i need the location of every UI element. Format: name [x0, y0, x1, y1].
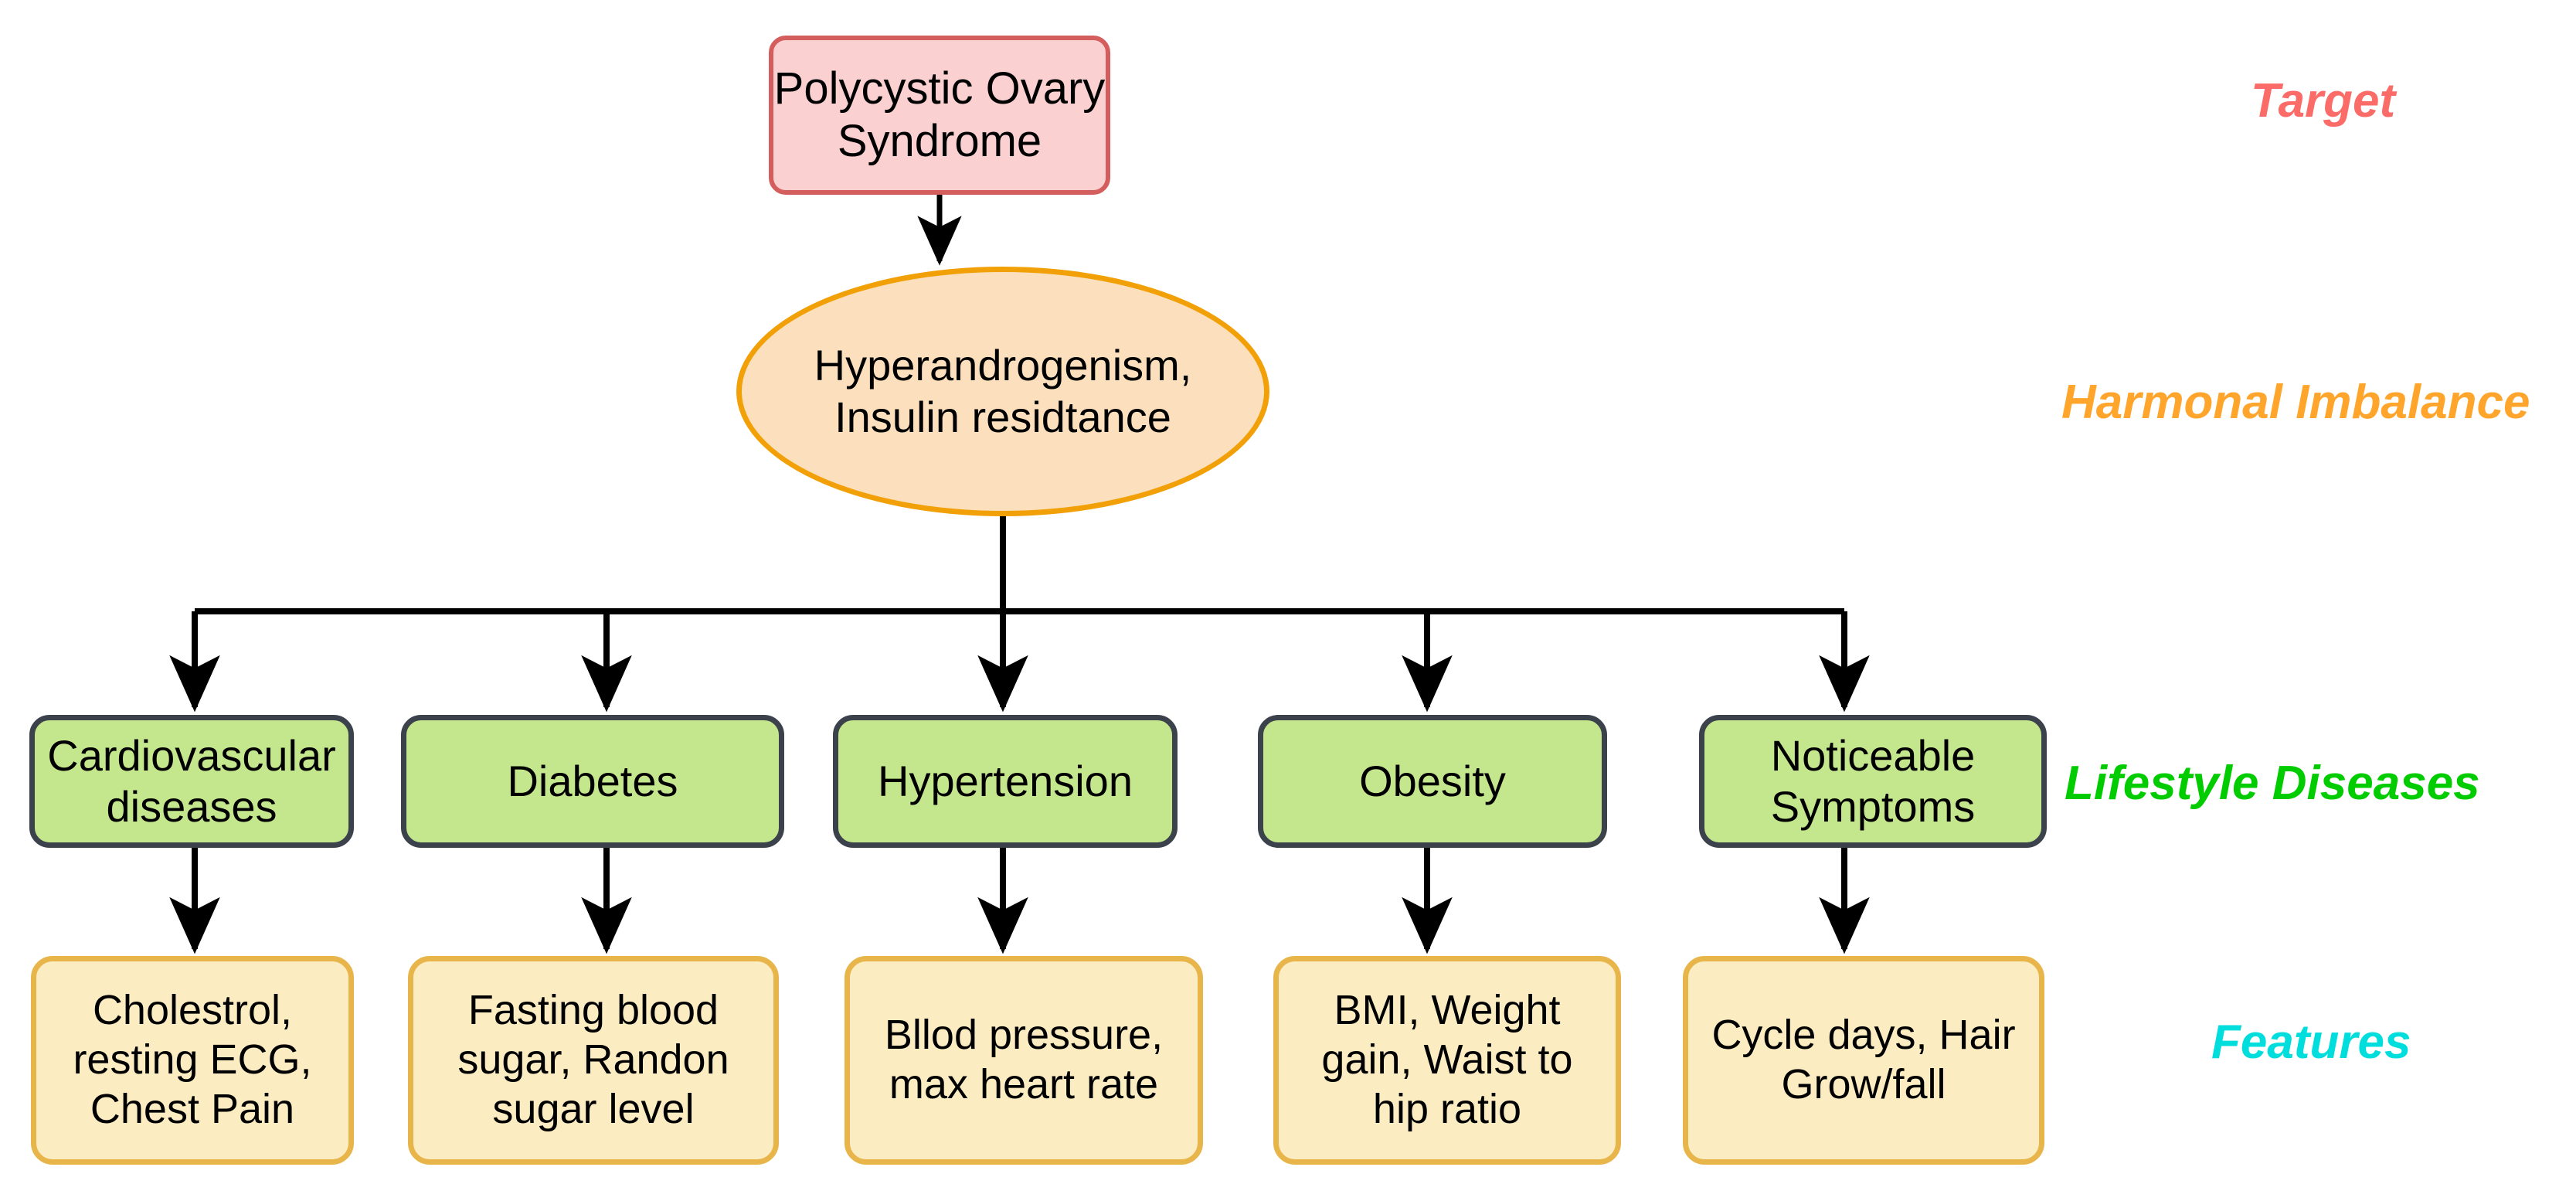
- node-feature-cardiovascular[interactable]: Cholestrol, resting ECG, Chest Pain: [31, 956, 354, 1165]
- node-disease-noticeable-symptoms[interactable]: Noticeable Symptoms: [1699, 715, 2047, 848]
- lane-label-features: Features: [2211, 1016, 2411, 1069]
- lane-label-target: Target: [2251, 74, 2396, 128]
- node-disease-cardiovascular-diseases[interactable]: Cardiovascular diseases: [29, 715, 354, 848]
- node-disease-obesity[interactable]: Obesity: [1258, 715, 1607, 848]
- node-hormonal-imbalance[interactable]: Hyperandrogenism, Insulin residtance: [736, 267, 1269, 516]
- node-feature-obesity[interactable]: BMI, Weight gain, Waist to hip ratio: [1273, 956, 1621, 1165]
- node-disease-hypertension[interactable]: Hypertension: [833, 715, 1178, 848]
- node-polycystic-ovary-syndrome[interactable]: Polycystic Ovary Syndrome: [769, 36, 1110, 195]
- node-feature-hypertension[interactable]: Bllod pressure, max heart rate: [845, 956, 1203, 1165]
- node-feature-diabetes[interactable]: Fasting blood sugar, Randon sugar level: [408, 956, 779, 1165]
- node-disease-diabetes[interactable]: Diabetes: [401, 715, 784, 848]
- lane-label-lifestyle-diseases: Lifestyle Diseases: [2065, 757, 2480, 810]
- node-feature-noticeable-symptoms[interactable]: Cycle days, Hair Grow/fall: [1683, 956, 2044, 1165]
- lane-label-harmonal-imbalance: Harmonal Imbalance: [2061, 376, 2530, 429]
